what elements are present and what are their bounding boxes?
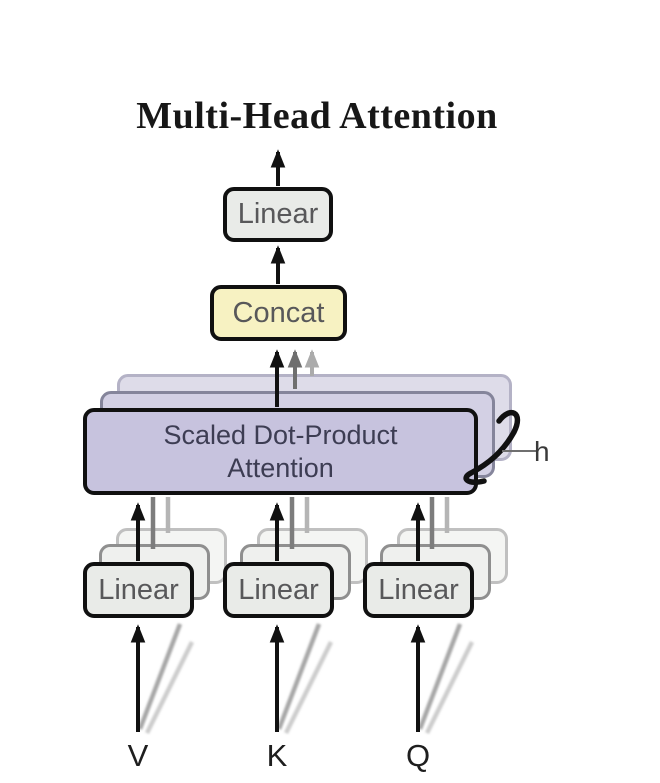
ghost-input-streaks bbox=[137, 623, 475, 734]
scaled-dot-product-attention-box: Scaled Dot-Product Attention bbox=[83, 408, 478, 495]
head-count-label: h bbox=[534, 436, 550, 467]
input-label-q: Q bbox=[405, 738, 431, 773]
linear-k-box: Linear bbox=[223, 562, 334, 618]
input-label-v: V bbox=[127, 738, 149, 773]
linear-output-label: Linear bbox=[237, 198, 319, 230]
linear-output-box: Linear bbox=[223, 187, 333, 242]
linear-v-label: Linear bbox=[98, 573, 179, 606]
concat-box: Concat bbox=[210, 285, 347, 341]
input-label-k: K bbox=[266, 738, 288, 773]
attention-label-line1: Scaled Dot-Product bbox=[163, 419, 398, 450]
linear-k-label: Linear bbox=[238, 573, 319, 606]
linear-v-box: Linear bbox=[83, 562, 194, 618]
linear-q-box: Linear bbox=[363, 562, 474, 618]
figure-title: Multi-Head Attention bbox=[136, 95, 498, 137]
attention-label-line2: Attention bbox=[227, 452, 334, 483]
linear-q-label: Linear bbox=[378, 573, 459, 606]
concat-label: Concat bbox=[232, 296, 325, 329]
